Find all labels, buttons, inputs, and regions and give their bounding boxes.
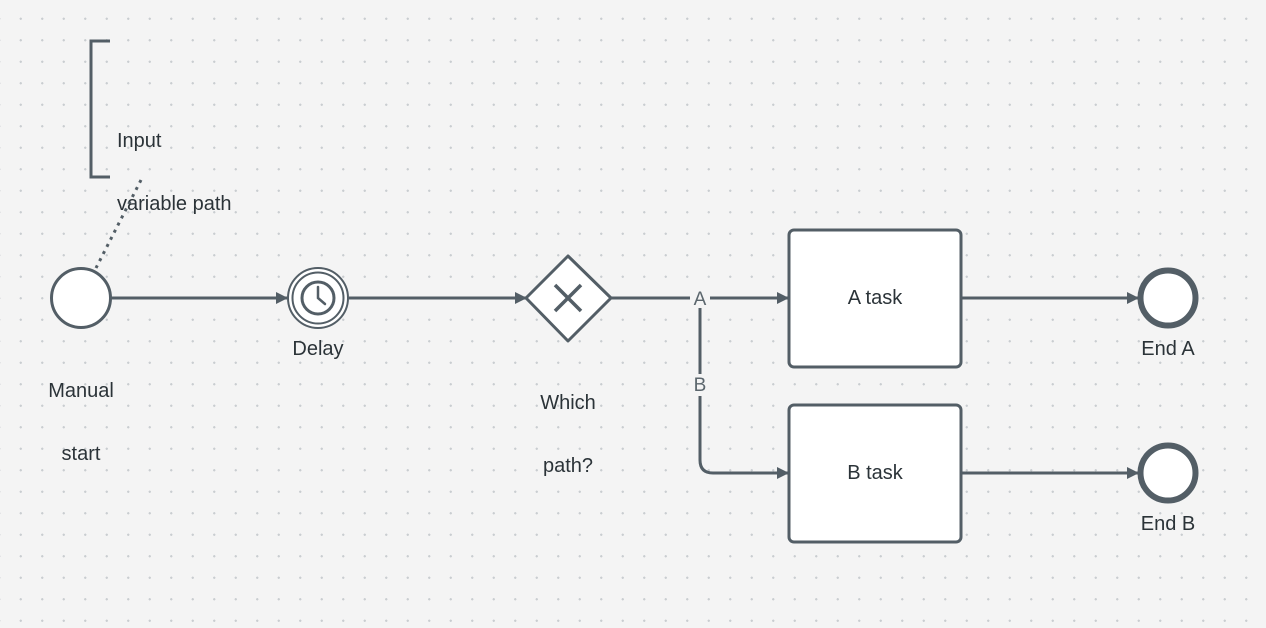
end-event-b-label: End B — [1140, 513, 1196, 535]
timer-event[interactable] — [287, 267, 349, 329]
flow-a-label: A — [693, 289, 707, 310]
a-task-label: A task — [847, 287, 903, 309]
start-event-label-line-1: Manual — [48, 380, 114, 402]
gateway-label: Which path? — [518, 351, 618, 498]
start-event[interactable] — [50, 267, 112, 329]
timer-event-label: Delay — [292, 338, 344, 360]
x-icon — [553, 283, 583, 313]
annotation-bracket[interactable] — [89, 39, 110, 179]
start-event-label-line-2: start — [61, 443, 101, 465]
start-event-label: Manual start — [31, 339, 131, 486]
b-task[interactable] — [787, 403, 963, 544]
end-event-a-label: End A — [1141, 338, 1195, 360]
end-event-a[interactable] — [1137, 267, 1199, 329]
annotation-line-1: Input — [117, 130, 162, 152]
clock-icon — [300, 280, 336, 316]
annotation-line-2: variable path — [117, 193, 232, 215]
annotation-text: Input variable path — [117, 89, 232, 236]
flow-b-label: B — [693, 375, 707, 396]
gateway-label-line-1: Which — [540, 392, 596, 414]
association-line[interactable] — [94, 179, 143, 269]
a-task[interactable] — [787, 228, 963, 369]
b-task-label: B task — [847, 462, 903, 484]
end-event-b[interactable] — [1137, 442, 1199, 504]
exclusive-gateway[interactable] — [524, 254, 613, 343]
gateway-label-line-2: path? — [542, 455, 594, 477]
flow-gateway-to-b-task[interactable] — [698, 305, 789, 479]
